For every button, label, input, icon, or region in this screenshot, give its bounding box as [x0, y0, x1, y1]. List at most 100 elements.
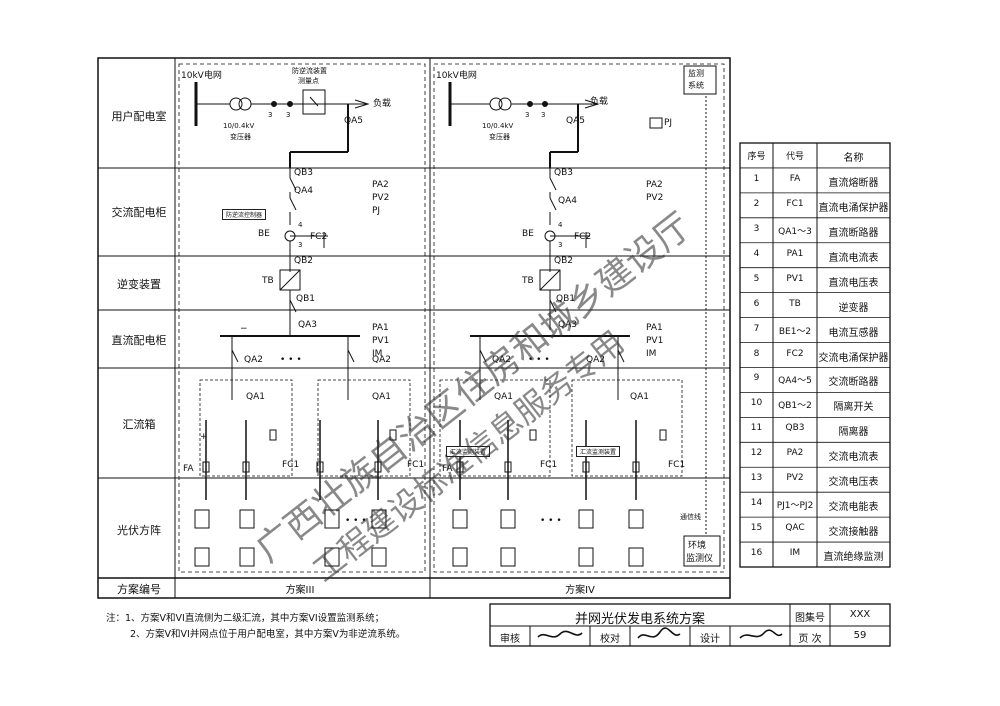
qa4-iii: QA4 — [294, 186, 313, 196]
fc1-a-iv: FC1 — [540, 460, 558, 470]
legend-cell: TB — [789, 298, 801, 309]
fc1-a-iii: FC1 — [282, 460, 300, 470]
fc2-iv: FC2 — [574, 232, 592, 242]
qa1-a-iii: QA1 — [246, 392, 265, 402]
fc1-b-iii: FC1 — [407, 460, 425, 470]
legend-header-cell: 名称 — [843, 153, 864, 164]
legend-cell: 直流绝缘监测 — [823, 552, 884, 564]
pa2-iii: PA2 — [372, 180, 389, 190]
qa4-iv: QA4 — [558, 196, 577, 206]
row-label-user-room: 用户配电室 — [111, 110, 167, 123]
pa1-iv: PA1 — [646, 323, 663, 333]
legend-cell: 直流电涌保护器 — [818, 202, 889, 214]
legend-cell: 15 — [750, 523, 763, 534]
n3-c-iii: 3 — [298, 241, 303, 249]
legend-cell: 逆变器 — [838, 302, 869, 314]
legend-cell: 5 — [753, 273, 760, 284]
legend-cell: 14 — [750, 498, 763, 509]
dots-pv-iii: • • • — [345, 516, 367, 526]
page-no: 59 — [853, 630, 867, 641]
qb3-iii: QB3 — [294, 168, 313, 178]
n4-iii: 4 — [298, 221, 303, 229]
row-label-combiner: 汇流箱 — [122, 418, 156, 431]
n3-c-iv: 3 — [558, 241, 563, 249]
legend-cell: FC2 — [786, 348, 804, 359]
legend-cell: 12 — [750, 448, 763, 459]
qb2-iv: QB2 — [554, 256, 573, 266]
qa1-a-iv: QA1 — [494, 392, 513, 402]
legend-cell: QAC — [785, 523, 805, 534]
combiner-monitor-b: 汇流监测装置 — [576, 446, 620, 457]
scheme-iv-label: 方案IV — [565, 585, 595, 596]
pj-iii: PJ — [372, 206, 381, 216]
n4-iv: 4 — [558, 221, 563, 229]
legend-cell: IM — [789, 548, 801, 559]
qa1-b-iv: QA1 — [630, 392, 649, 402]
qb1-iv: QB1 — [556, 294, 575, 304]
anti-reverse-point-2: 测量点 — [298, 77, 319, 85]
qa2-a-iii: QA2 — [244, 355, 263, 365]
transformer-name-iii: 变压器 — [230, 133, 251, 141]
legend-cell: 交流电能表 — [828, 502, 879, 514]
legend-cell: 直流电流表 — [828, 252, 879, 264]
pv1-iv: PV1 — [646, 336, 664, 346]
grid-label-iv: 10kV电网 — [436, 71, 477, 81]
row-label-scheme-no: 方案编号 — [117, 583, 161, 596]
legend-cell: 3 — [753, 223, 760, 234]
legend-cell: PV1 — [786, 273, 804, 284]
pa2-iv: PA2 — [646, 180, 663, 190]
minus-iii: − — [240, 324, 248, 334]
legend-cell: 6 — [753, 298, 760, 309]
qa5-iii: QA5 — [344, 116, 363, 126]
atlas-no: XXX — [849, 609, 871, 620]
legend-cell: PV2 — [786, 473, 804, 484]
monitor-system-1: 监测 — [688, 69, 704, 78]
legend-cell: 13 — [750, 473, 763, 484]
legend-cell: QB1～2 — [778, 401, 812, 412]
note-1: 注：1、方案V和VI直流侧为二级汇流，其中方案VI设置监测系统； — [106, 613, 385, 624]
be-iv: BE — [522, 229, 534, 239]
tb-iii: TB — [262, 276, 274, 286]
check-label: 校对 — [600, 634, 620, 645]
qa2-a-iv: QA2 — [492, 355, 511, 365]
legend-cell: 8 — [753, 348, 760, 359]
legend-cell: 电流互感器 — [828, 327, 879, 339]
legend-cell: 9 — [753, 373, 760, 384]
qb2-iii: QB2 — [294, 256, 313, 266]
title-block-title: 并网光伏发电系统方案 — [574, 612, 705, 627]
pj-iv: PJ — [664, 118, 673, 128]
legend-cell: QB3 — [785, 423, 805, 434]
n3-b-iv: 3 — [541, 111, 546, 119]
fc1-b-iv: FC1 — [668, 460, 686, 470]
legend-cell: PJ1～PJ2 — [776, 501, 814, 512]
page-label: 页 次 — [798, 634, 822, 645]
comm-line-label: 通信线 — [680, 513, 701, 521]
legend-header-cell: 序号 — [747, 152, 766, 162]
legend-cell: 直流电压表 — [828, 277, 879, 289]
legend-cell: 交流电流表 — [828, 452, 879, 464]
env-monitor-2: 监测仪 — [686, 554, 714, 564]
legend-cell: 交流电涌保护器 — [818, 352, 889, 364]
qb1-iii: QB1 — [296, 294, 315, 304]
n3-b-iii: 3 — [286, 111, 291, 119]
fc2-iii: FC2 — [310, 232, 328, 242]
design-label: 设计 — [700, 634, 720, 645]
atlas-label: 图集号 — [795, 613, 825, 624]
n3-a-iii: 3 — [268, 111, 273, 119]
legend-cell: 隔离开关 — [833, 402, 874, 414]
pv2-iv: PV2 — [646, 193, 664, 203]
legend-cell: QA4～5 — [778, 376, 812, 387]
pv1-iii: PV1 — [372, 336, 390, 346]
legend-cell: 10 — [750, 398, 763, 409]
legend-cell: FC1 — [786, 198, 804, 209]
plus-iii: + — [200, 432, 208, 442]
transformer-ratio-iv: 10/0.4kV — [482, 122, 514, 130]
legend-cell: QA1～3 — [778, 226, 812, 237]
legend-cell: 16 — [750, 548, 763, 559]
legend-cell: 11 — [750, 423, 763, 434]
legend-cell: PA1 — [786, 248, 804, 259]
qa5-iv: QA5 — [566, 116, 585, 126]
be-iii: BE — [258, 229, 270, 239]
legend-cell: 直流断路器 — [828, 227, 879, 239]
